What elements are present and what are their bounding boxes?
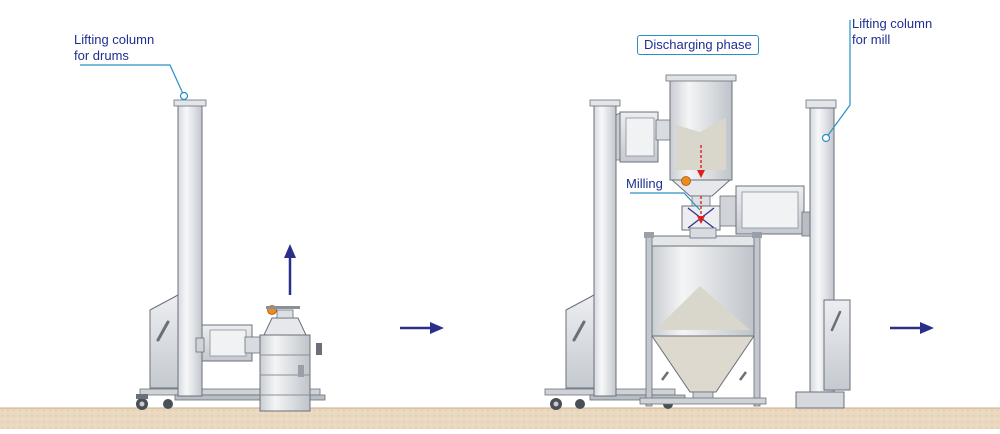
floor [0, 408, 1000, 429]
lift-up-arrow-icon [284, 244, 296, 295]
left-column-label: Lifting column for drums [74, 32, 154, 64]
left-column-label-line1: Lifting column [74, 32, 155, 47]
flow-arrow-icon [400, 322, 444, 334]
milling-label: Milling [626, 176, 663, 191]
milling-leader [630, 192, 701, 211]
left-drum [259, 305, 322, 412]
right-column-label: Lifting column for mill [852, 16, 932, 48]
left-column-label-line2: for drums [74, 48, 129, 63]
valve-icon [681, 176, 691, 186]
discharge-bin [639, 227, 767, 407]
right-drum-lifting-column [544, 99, 686, 410]
phase-label: Discharging phase [637, 35, 759, 55]
right-column-label-line2: for mill [852, 32, 891, 47]
mill-lifting-column [795, 99, 851, 409]
left-column-leader [80, 64, 185, 97]
right-column-label-line1: Lifting column [852, 16, 933, 31]
right-column-leader [825, 20, 851, 139]
flow-arrow-icon [890, 322, 934, 334]
inverted-drum [665, 74, 737, 207]
left-lifting-column [136, 99, 326, 410]
